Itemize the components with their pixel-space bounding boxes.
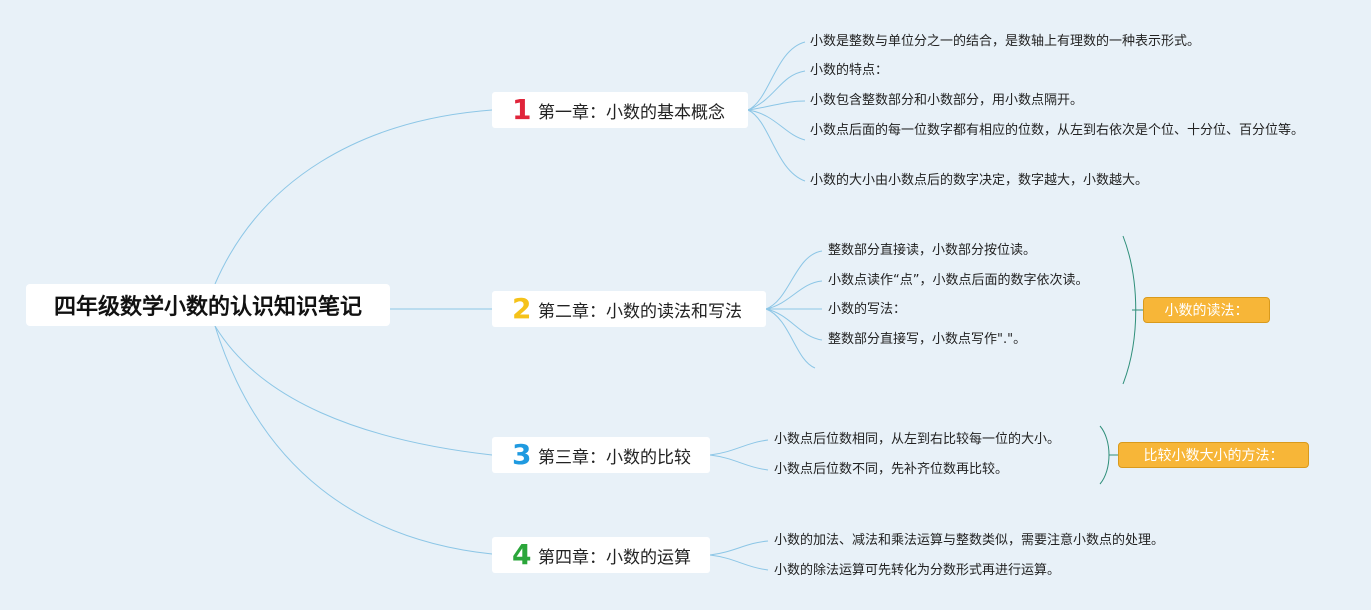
- chapter-1-item-4[interactable]: 小数点后面的每一位数字都有相应的位数，从左到右依次是个位、十分位、百分位等。: [810, 123, 1305, 138]
- chapter-1-title: 第一章：小数的基本概念: [538, 102, 725, 123]
- chapter-2-item-2[interactable]: 小数点读作“点”，小数点后面的数字依次读。: [828, 273, 1089, 288]
- chapter-4-title: 第四章：小数的运算: [538, 547, 691, 568]
- chapter-1-node[interactable]: 1 第一章：小数的基本概念: [492, 92, 748, 128]
- chapter-2-item-3[interactable]: 小数的写法：: [828, 302, 907, 317]
- chapter-1-item-3[interactable]: 小数包含整数部分和小数部分，用小数点隔开。: [810, 93, 1084, 108]
- chapter-3-title: 第三章：小数的比较: [538, 447, 691, 468]
- chapter-3-summary-label: 比较小数大小的方法：: [1143, 448, 1284, 464]
- chapter-3-number: 3: [512, 438, 532, 471]
- chapter-3-summary[interactable]: 比较小数大小的方法：: [1118, 442, 1309, 468]
- chapter-3-node[interactable]: 3 第三章：小数的比较: [492, 437, 710, 473]
- chapter-3-item-1[interactable]: 小数点后位数相同，从左到右比较每一位的大小。: [774, 432, 1061, 447]
- chapter-1-item-2[interactable]: 小数的特点：: [810, 63, 889, 78]
- root-topic[interactable]: 四年级数学小数的认识知识笔记: [26, 284, 390, 326]
- chapter-1-number: 1: [512, 93, 532, 126]
- chapter-1-item-1[interactable]: 小数是整数与单位分之一的结合，是数轴上有理数的一种表示形式。: [810, 34, 1201, 49]
- chapter-2-summary-label: 小数的读法：: [1164, 303, 1249, 319]
- chapter-2-item-4[interactable]: 整数部分直接写，小数点写作"."。: [828, 332, 1027, 347]
- chapter-4-item-1[interactable]: 小数的加法、减法和乘法运算与整数类似，需要注意小数点的处理。: [774, 533, 1165, 548]
- chapter-3-item-2[interactable]: 小数点后位数不同，先补齐位数再比较。: [774, 462, 1009, 477]
- chapter-2-summary[interactable]: 小数的读法：: [1143, 297, 1270, 323]
- root-title: 四年级数学小数的认识知识笔记: [53, 295, 362, 320]
- chapter-2-title: 第二章：小数的读法和写法: [538, 301, 742, 322]
- chapter-4-number: 4: [512, 538, 532, 571]
- chapter-4-node[interactable]: 4 第四章：小数的运算: [492, 537, 710, 573]
- chapter-2-node[interactable]: 2 第二章：小数的读法和写法: [492, 291, 766, 327]
- chapter-2-item-1[interactable]: 整数部分直接读，小数部分按位读。: [828, 243, 1037, 258]
- chapter-4-item-2[interactable]: 小数的除法运算可先转化为分数形式再进行运算。: [774, 563, 1061, 578]
- chapter-2-number: 2: [512, 292, 532, 325]
- chapter-1-item-5[interactable]: 小数的大小由小数点后的数字决定，数字越大，小数越大。: [810, 173, 1149, 188]
